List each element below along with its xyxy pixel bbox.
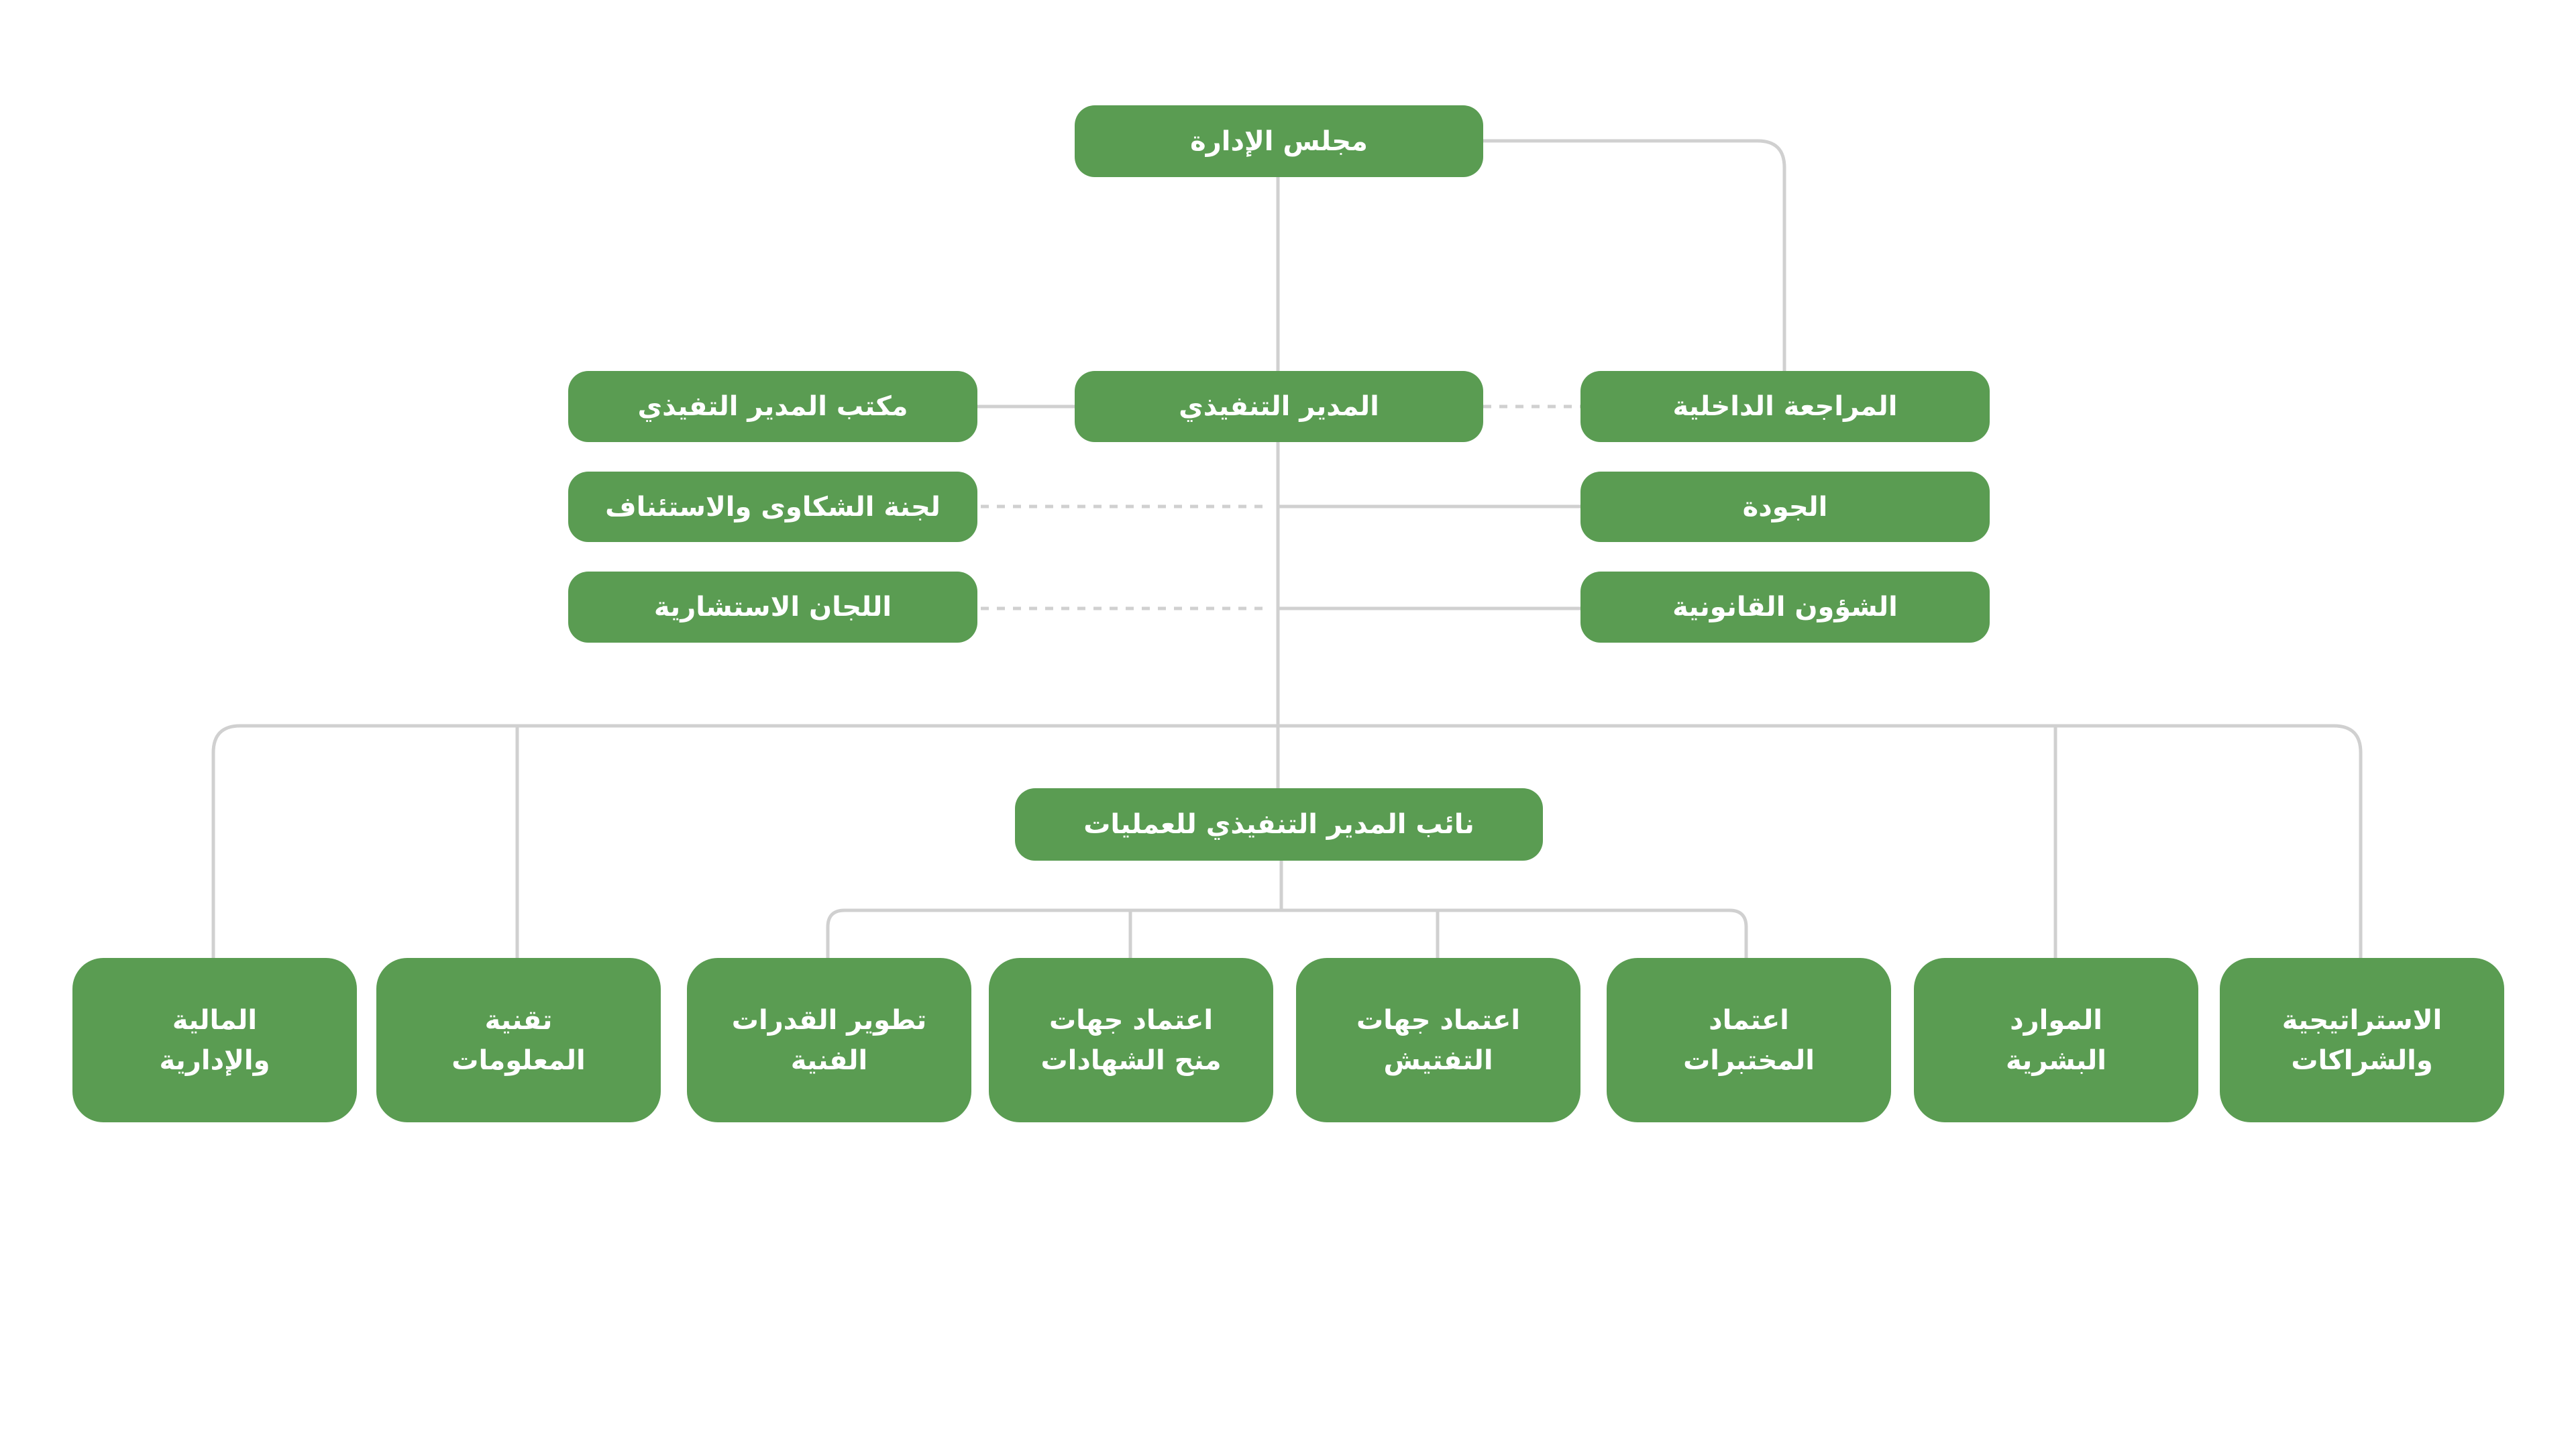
- department-inspection: اعتماد جهات التفتيش: [1296, 958, 1580, 1122]
- advisory-box: اللجان الاستشارية: [568, 572, 977, 643]
- deputy-bus-line: [826, 908, 1748, 958]
- board-to-audit-line: [1483, 139, 1786, 371]
- department-finance: المالية والإدارية: [72, 958, 357, 1122]
- department-capacity: تطوير القدرات الفنية: [687, 958, 971, 1122]
- department-strategy: الاستراتيجية والشراكات: [2220, 958, 2504, 1122]
- department-it: تقنية المعلومات: [376, 958, 661, 1122]
- deputy-box: نائب المدير التنفيذي للعمليات: [1015, 788, 1543, 861]
- ceo-office-box: مكتب المدير التفيذي: [568, 371, 977, 442]
- board-box: مجلس الإدارة: [1075, 105, 1483, 177]
- complaints-box: لجنة الشكاوى والاستئناف: [568, 472, 977, 542]
- department-labs: اعتماد المختبرات: [1607, 958, 1891, 1122]
- ceo-box: المدير التنفيذي: [1075, 371, 1483, 442]
- internal-audit-box: المراجعة الداخلية: [1580, 371, 1990, 442]
- departments-bus-line: [211, 724, 2363, 958]
- department-certification: اعتماد جهات منح الشهادات: [989, 958, 1273, 1122]
- department-hr: الموارد البشرية: [1914, 958, 2198, 1122]
- quality-box: الجودة: [1580, 472, 1990, 542]
- legal-box: الشؤون القانونية: [1580, 572, 1990, 643]
